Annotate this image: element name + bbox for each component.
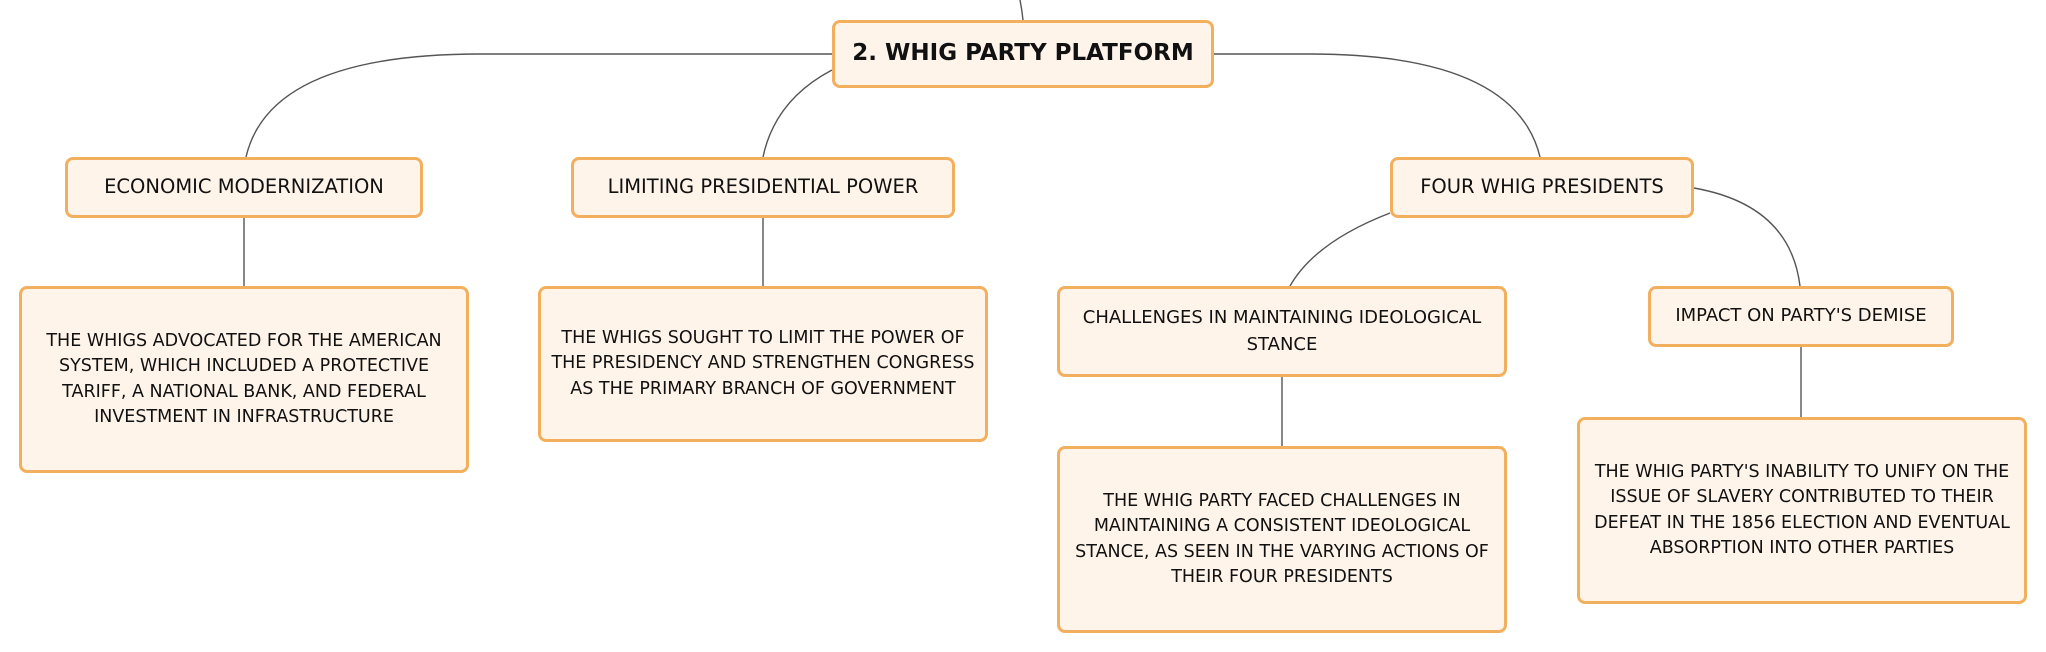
ideological-challenges-detail-node[interactable]: THE WHIG PARTY FACED CHALLENGES IN MAINT…	[1057, 446, 1507, 633]
connector-presidents-to-impact	[1693, 187, 1801, 287]
connector-parent-to-root	[1019, 0, 1024, 21]
economic-modernization-label: ECONOMIC MODERNIZATION	[104, 175, 384, 199]
limiting-presidential-power-detail-node[interactable]: THE WHIGS SOUGHT TO LIMIT THE POWER OF T…	[538, 286, 988, 442]
four-whig-presidents-node[interactable]: FOUR WHIG PRESIDENTS	[1390, 157, 1694, 218]
limiting-presidential-power-label: LIMITING PRESIDENTIAL POWER	[607, 175, 919, 199]
party-demise-impact-label: IMPACT ON PARTY'S DEMISE	[1675, 305, 1927, 327]
root-topic-label: 2. WHIG PARTY PLATFORM	[852, 40, 1194, 67]
limiting-presidential-power-node[interactable]: LIMITING PRESIDENTIAL POWER	[571, 157, 955, 218]
party-demise-impact-detail-node[interactable]: THE WHIG PARTY'S INABILITY TO UNIFY ON T…	[1577, 417, 2027, 604]
limiting-presidential-power-detail-text: THE WHIGS SOUGHT TO LIMIT THE POWER OF T…	[551, 327, 975, 399]
four-whig-presidents-label: FOUR WHIG PRESIDENTS	[1420, 175, 1664, 199]
ideological-challenges-label: CHALLENGES IN MAINTAINING IDEOLOGICAL ST…	[1082, 307, 1482, 355]
party-demise-impact-detail-text: THE WHIG PARTY'S INABILITY TO UNIFY ON T…	[1594, 461, 2010, 558]
connector-root-to-presidents	[1214, 53, 1541, 158]
economic-modernization-node[interactable]: ECONOMIC MODERNIZATION	[65, 157, 423, 218]
party-demise-impact-node[interactable]: IMPACT ON PARTY'S DEMISE	[1648, 286, 1954, 347]
connector-root-to-economic	[245, 53, 832, 158]
economic-modernization-detail-node[interactable]: THE WHIGS ADVOCATED FOR THE AMERICAN SYS…	[19, 286, 469, 473]
connector-presidents-to-challenges	[1289, 212, 1391, 287]
ideological-challenges-detail-text: THE WHIG PARTY FACED CHALLENGES IN MAINT…	[1075, 490, 1489, 587]
connector-root-to-limiting	[762, 69, 833, 158]
root-topic-node[interactable]: 2. WHIG PARTY PLATFORM	[832, 20, 1214, 88]
ideological-challenges-node[interactable]: CHALLENGES IN MAINTAINING IDEOLOGICAL ST…	[1057, 286, 1507, 377]
economic-modernization-detail-text: THE WHIGS ADVOCATED FOR THE AMERICAN SYS…	[46, 330, 442, 427]
